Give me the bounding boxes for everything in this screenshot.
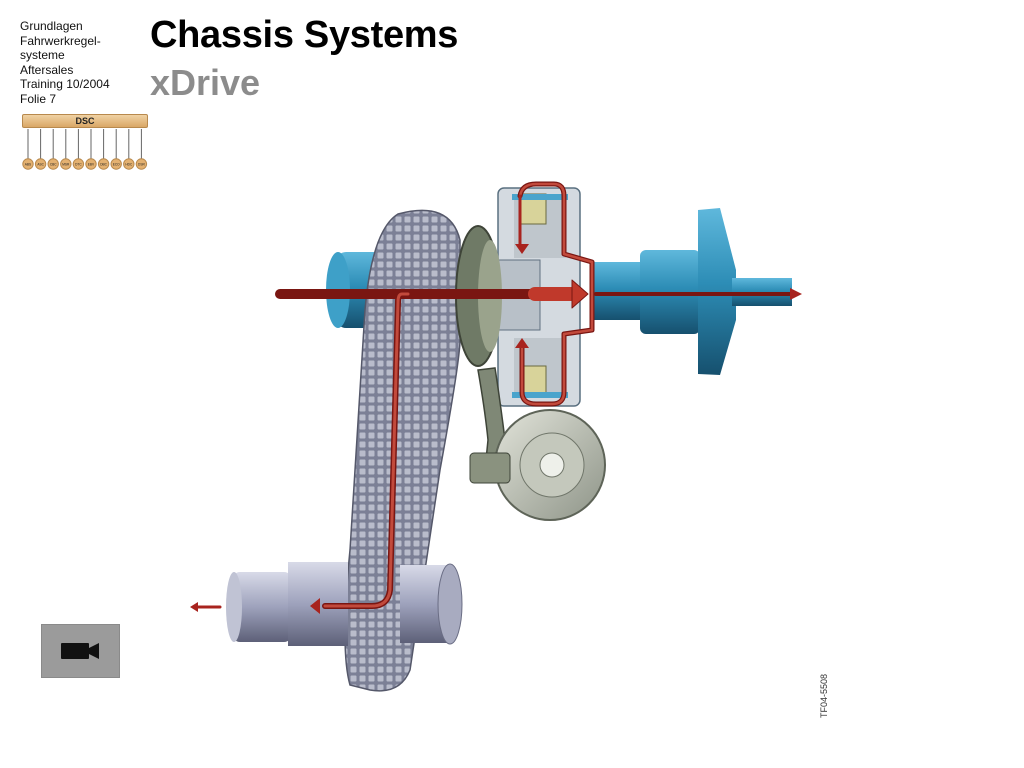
torque-flow-arrows — [190, 181, 802, 614]
dsc-node-label: HDC — [125, 163, 133, 167]
dsc-node-label: DSR — [138, 163, 145, 167]
video-button[interactable] — [41, 624, 120, 678]
dsc-node-label: EBV — [88, 163, 95, 167]
dsc-node-dtc — [72, 158, 85, 170]
dsc-node-label: DTC — [75, 163, 82, 167]
cam-disc — [469, 409, 606, 521]
dsc-node-ebv — [85, 158, 97, 170]
dsc-node-label: CBC — [50, 163, 57, 167]
slide-number: Folie 7 — [20, 91, 57, 106]
figure-reference-text: TF04-5508 — [819, 673, 829, 719]
dsc-node-asc — [34, 158, 47, 170]
dsc-node-cbc — [47, 158, 59, 170]
main-output-shaft — [590, 208, 792, 375]
dsc-label: DSC — [75, 116, 95, 126]
course-line-5: Training 10/2004 — [20, 77, 110, 91]
dsc-node-label: MSR — [62, 163, 70, 167]
course-info: Grundlagen Fahrwerkregel- systeme Afters… — [20, 19, 140, 106]
dsc-system-tree[interactable]: DSC ABS ASC CBC MSR DTC EBV DBC ECO HDC DSR — [20, 113, 150, 175]
figure-reference: TF04-5508 — [812, 674, 836, 718]
dsc-node-abs — [22, 158, 34, 170]
dsc-node-label: ABS — [25, 163, 31, 167]
video-camera-icon — [61, 643, 99, 659]
dsc-node-dsr — [135, 158, 148, 170]
dsc-node-label: ECO — [113, 163, 120, 167]
dsc-bar: DSC — [22, 114, 148, 128]
dsc-node-eco — [110, 158, 122, 170]
xdrive-transfer-case-diagram — [190, 181, 802, 692]
page-title: Chassis Systems — [150, 14, 459, 56]
dsc-node-hdc — [123, 158, 135, 170]
page-subtitle: xDrive — [150, 62, 261, 103]
dsc-node-label: DBC — [100, 163, 107, 167]
dsc-node-label: ASC — [37, 163, 44, 167]
course-line-2: Fahrwerkregel- — [20, 33, 101, 48]
dsc-function-nodes: ABS ASC CBC MSR DTC EBV DBC ECO HDC DSR — [22, 129, 148, 170]
course-line-1: Grundlagen — [20, 19, 83, 33]
dsc-node-dbc — [97, 158, 110, 170]
course-line-3: systeme — [20, 48, 65, 62]
dsc-node-msr — [60, 158, 72, 170]
course-line-4: Aftersales — [20, 62, 74, 77]
